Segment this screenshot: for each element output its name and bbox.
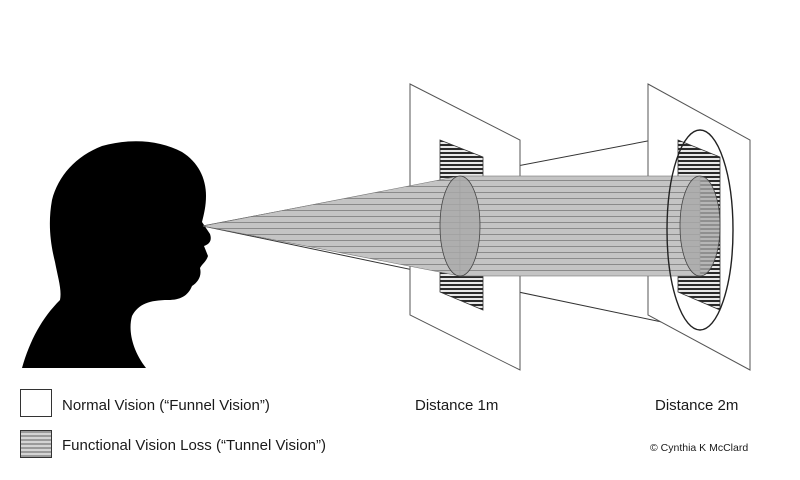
tunnel-circle-2m [679,175,721,277]
copyright-text: © Cynthia K McClard [650,442,749,454]
tunnel-band [459,175,701,277]
distance-1m-label: Distance 1m [415,397,499,414]
distance-2m-label: Distance 2m [655,397,739,414]
tunnel-cone [202,175,461,277]
legend-normal-swatch [20,389,52,417]
tunnel-circle-1m [439,175,481,277]
legend-functional-label: Functional Vision Loss (“Tunnel Vision”) [62,437,327,454]
legend-normal-label: Normal Vision (“Funnel Vision”) [62,397,270,414]
legend-functional-swatch [20,430,52,458]
head-silhouette [22,141,211,368]
funnel-circle-2m [666,129,734,331]
